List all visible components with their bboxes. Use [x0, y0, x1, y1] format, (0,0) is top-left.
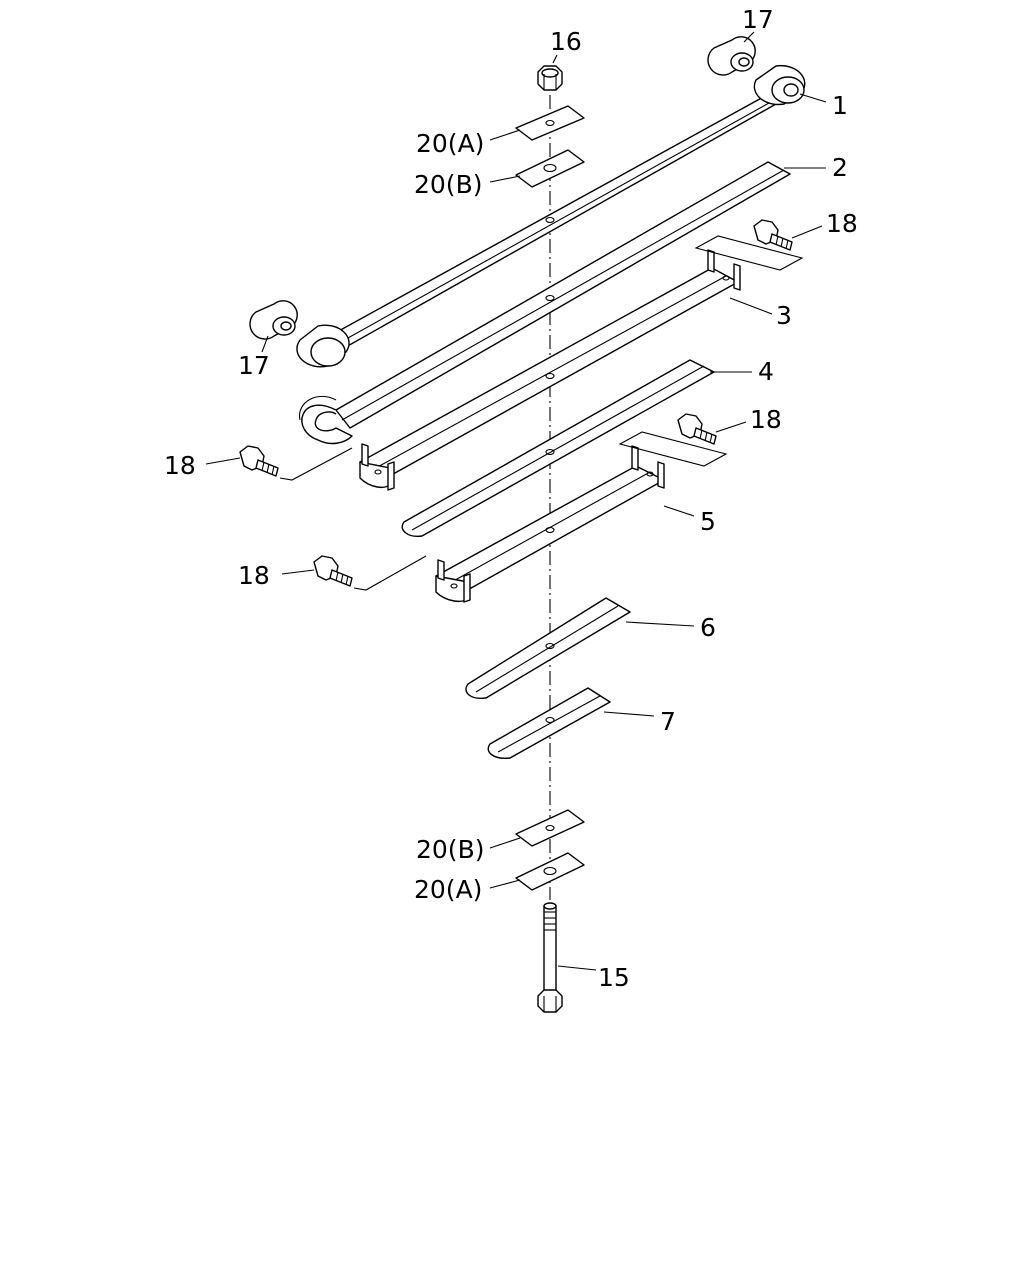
part-18-bolt-right-mid	[677, 413, 717, 445]
callout-20b-bottom: 20(B)	[416, 835, 484, 864]
callout-7: 7	[660, 707, 676, 736]
part-5-clip-leaf	[435, 431, 728, 603]
callout-17-left: 17	[238, 351, 270, 380]
part-6-leaf	[465, 597, 631, 699]
callout-20b-top: 20(B)	[414, 170, 482, 199]
part-20b-bottom-plate	[515, 809, 585, 847]
part-7-leaf	[487, 687, 611, 759]
callout-6: 6	[700, 613, 716, 642]
callout-16: 16	[550, 27, 582, 56]
callout-4: 4	[758, 357, 774, 386]
callout-18-right-mid: 18	[750, 405, 782, 434]
part-20a-top-plate	[515, 105, 585, 141]
callout-17-top: 17	[742, 5, 774, 34]
callout-1: 1	[832, 91, 848, 120]
callout-18-left-top: 18	[164, 451, 196, 480]
part-2-second-leaf	[299, 161, 791, 445]
part-17-bushing-top	[707, 36, 756, 76]
callout-20a-top: 20(A)	[416, 129, 484, 158]
part-20a-bottom-plate	[515, 852, 585, 891]
part-16-nut	[537, 65, 563, 91]
part-18-bolt-right-top	[753, 219, 793, 251]
part-1-main-leaf	[296, 64, 806, 368]
callout-18-left-bottom: 18	[238, 561, 270, 590]
callout-15: 15	[598, 963, 630, 992]
callout-18-right-top: 18	[826, 209, 858, 238]
callout-3: 3	[776, 301, 792, 330]
callout-leaders	[205, 31, 827, 971]
callout-20a-bottom: 20(A)	[414, 875, 482, 904]
part-17-bushing-left	[249, 300, 298, 340]
part-15-center-bolt	[537, 902, 563, 1013]
bolt-leader-lines	[279, 447, 427, 591]
part-18-bolt-left-top	[239, 445, 279, 477]
part-3-clip-leaf	[359, 235, 804, 491]
callout-labels: 1 2 3 4 5 6 7 15 16 17 17 18 18 18 18 20…	[164, 5, 858, 992]
part-20b-top-plate	[515, 149, 585, 188]
callout-2: 2	[832, 153, 848, 182]
callout-5: 5	[700, 507, 716, 536]
part-18-bolt-left-bottom	[313, 555, 353, 587]
part-4-leaf	[401, 359, 715, 537]
